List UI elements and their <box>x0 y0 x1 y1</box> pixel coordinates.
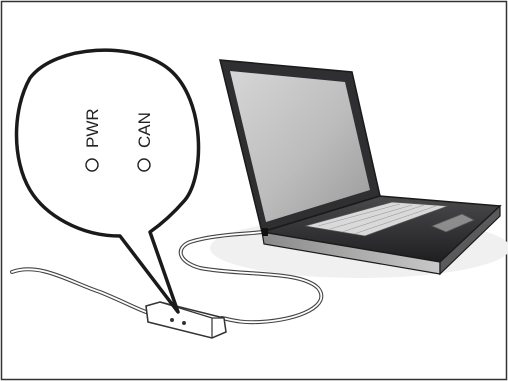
can-led-icon <box>138 159 150 171</box>
pwr-led-icon <box>86 159 98 171</box>
usb-port <box>262 228 268 236</box>
adapter-led-pwr <box>170 318 174 322</box>
pwr-label: PWR <box>83 108 102 148</box>
can-label: CAN <box>135 112 154 148</box>
adapter-led-can <box>182 321 186 325</box>
